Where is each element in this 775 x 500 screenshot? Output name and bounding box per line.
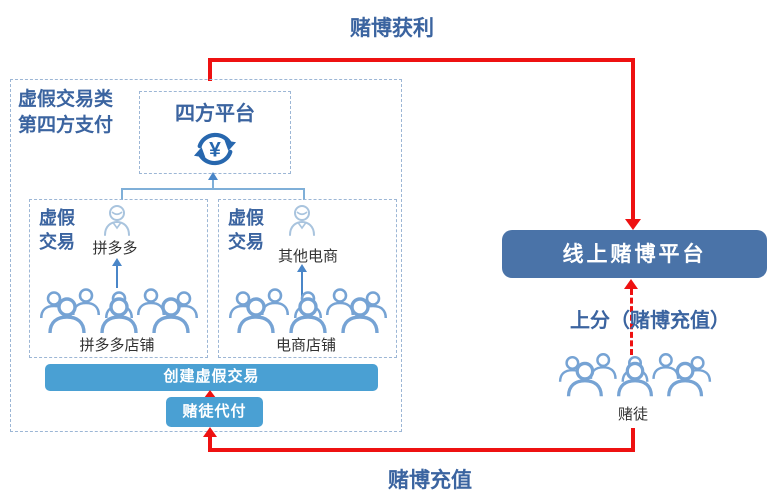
fourth-party-title-line2: 第四方支付: [18, 115, 114, 137]
bracket-horizontal: [121, 188, 305, 190]
ecom-shops-crowd-icon: [226, 288, 390, 339]
yuan-cycle-icon: ¥: [140, 127, 290, 176]
shops-label-ecom: 电商店铺: [275, 337, 336, 354]
topup-label: 上分（赌博充值）: [570, 310, 730, 332]
merchant-label-ecom: 其他电商: [277, 248, 338, 265]
create-fake-trade-bar: 创建虚假交易: [45, 364, 378, 391]
topup-arrowhead-icon: [624, 279, 638, 289]
pdd-shops-crowd-icon: [37, 288, 201, 339]
svg-text:¥: ¥: [209, 139, 221, 162]
fake-trade-right-line2: 交易: [228, 231, 264, 252]
recharge-flow-label: 赌博充值: [388, 468, 472, 492]
bracket-left-stub: [121, 188, 123, 200]
channel-box-pdd: [29, 199, 208, 358]
recharge-arrowhead-icon: [203, 427, 217, 437]
profit-line-across: [208, 58, 635, 62]
fourth-party-title: 虚假交易类 第四方支付: [18, 87, 113, 139]
topup-dashed-line: [630, 289, 633, 355]
merchant-avatar-icon: [287, 204, 317, 241]
fake-trade-label-right: 虚假 交易: [228, 207, 264, 255]
fake-trade-left-line2: 交易: [39, 231, 75, 252]
merchant-label-pdd: 拼多多: [92, 240, 138, 257]
fake-trade-label-left: 虚假 交易: [39, 207, 75, 255]
gambler-pay-box: 赌徒代付: [166, 397, 263, 427]
channel-arrow-left-icon: [112, 258, 122, 266]
profit-flow-label: 赌博获利: [350, 16, 434, 40]
gamblers-label: 赌徒: [617, 406, 648, 423]
profit-line-down: [631, 58, 635, 221]
fourth-party-title-line1: 虚假交易类: [18, 89, 114, 110]
channel-arrow-right-stem: [301, 272, 303, 304]
channel-arrow-right-icon: [297, 264, 307, 272]
sifang-platform-label: 四方平台: [175, 103, 255, 125]
channel-box-ecom: [218, 199, 397, 358]
recharge-line-up: [208, 436, 212, 452]
bracket-arrowhead-icon: [208, 172, 218, 180]
online-gambling-platform-box: 线上赌博平台: [502, 230, 767, 278]
recharge-line-across: [208, 448, 635, 452]
profit-line-up: [208, 58, 212, 81]
fake-trade-left-line1: 虚假: [39, 208, 75, 228]
recharge-line-down: [631, 428, 635, 452]
pay-to-create-arrowhead-icon: [204, 390, 216, 398]
fake-trade-right-line1: 虚假: [228, 208, 264, 228]
shops-label-pdd: 拼多多店铺: [79, 337, 155, 354]
profit-arrowhead-icon: [625, 219, 641, 230]
sifang-platform-box: 四方平台 ¥: [139, 91, 291, 174]
channel-arrow-left-stem: [116, 266, 118, 288]
bracket-stem: [212, 180, 214, 189]
bracket-right-stub: [303, 188, 305, 200]
gamblers-crowd-icon: [556, 352, 714, 403]
merchant-avatar-icon: [102, 204, 132, 241]
